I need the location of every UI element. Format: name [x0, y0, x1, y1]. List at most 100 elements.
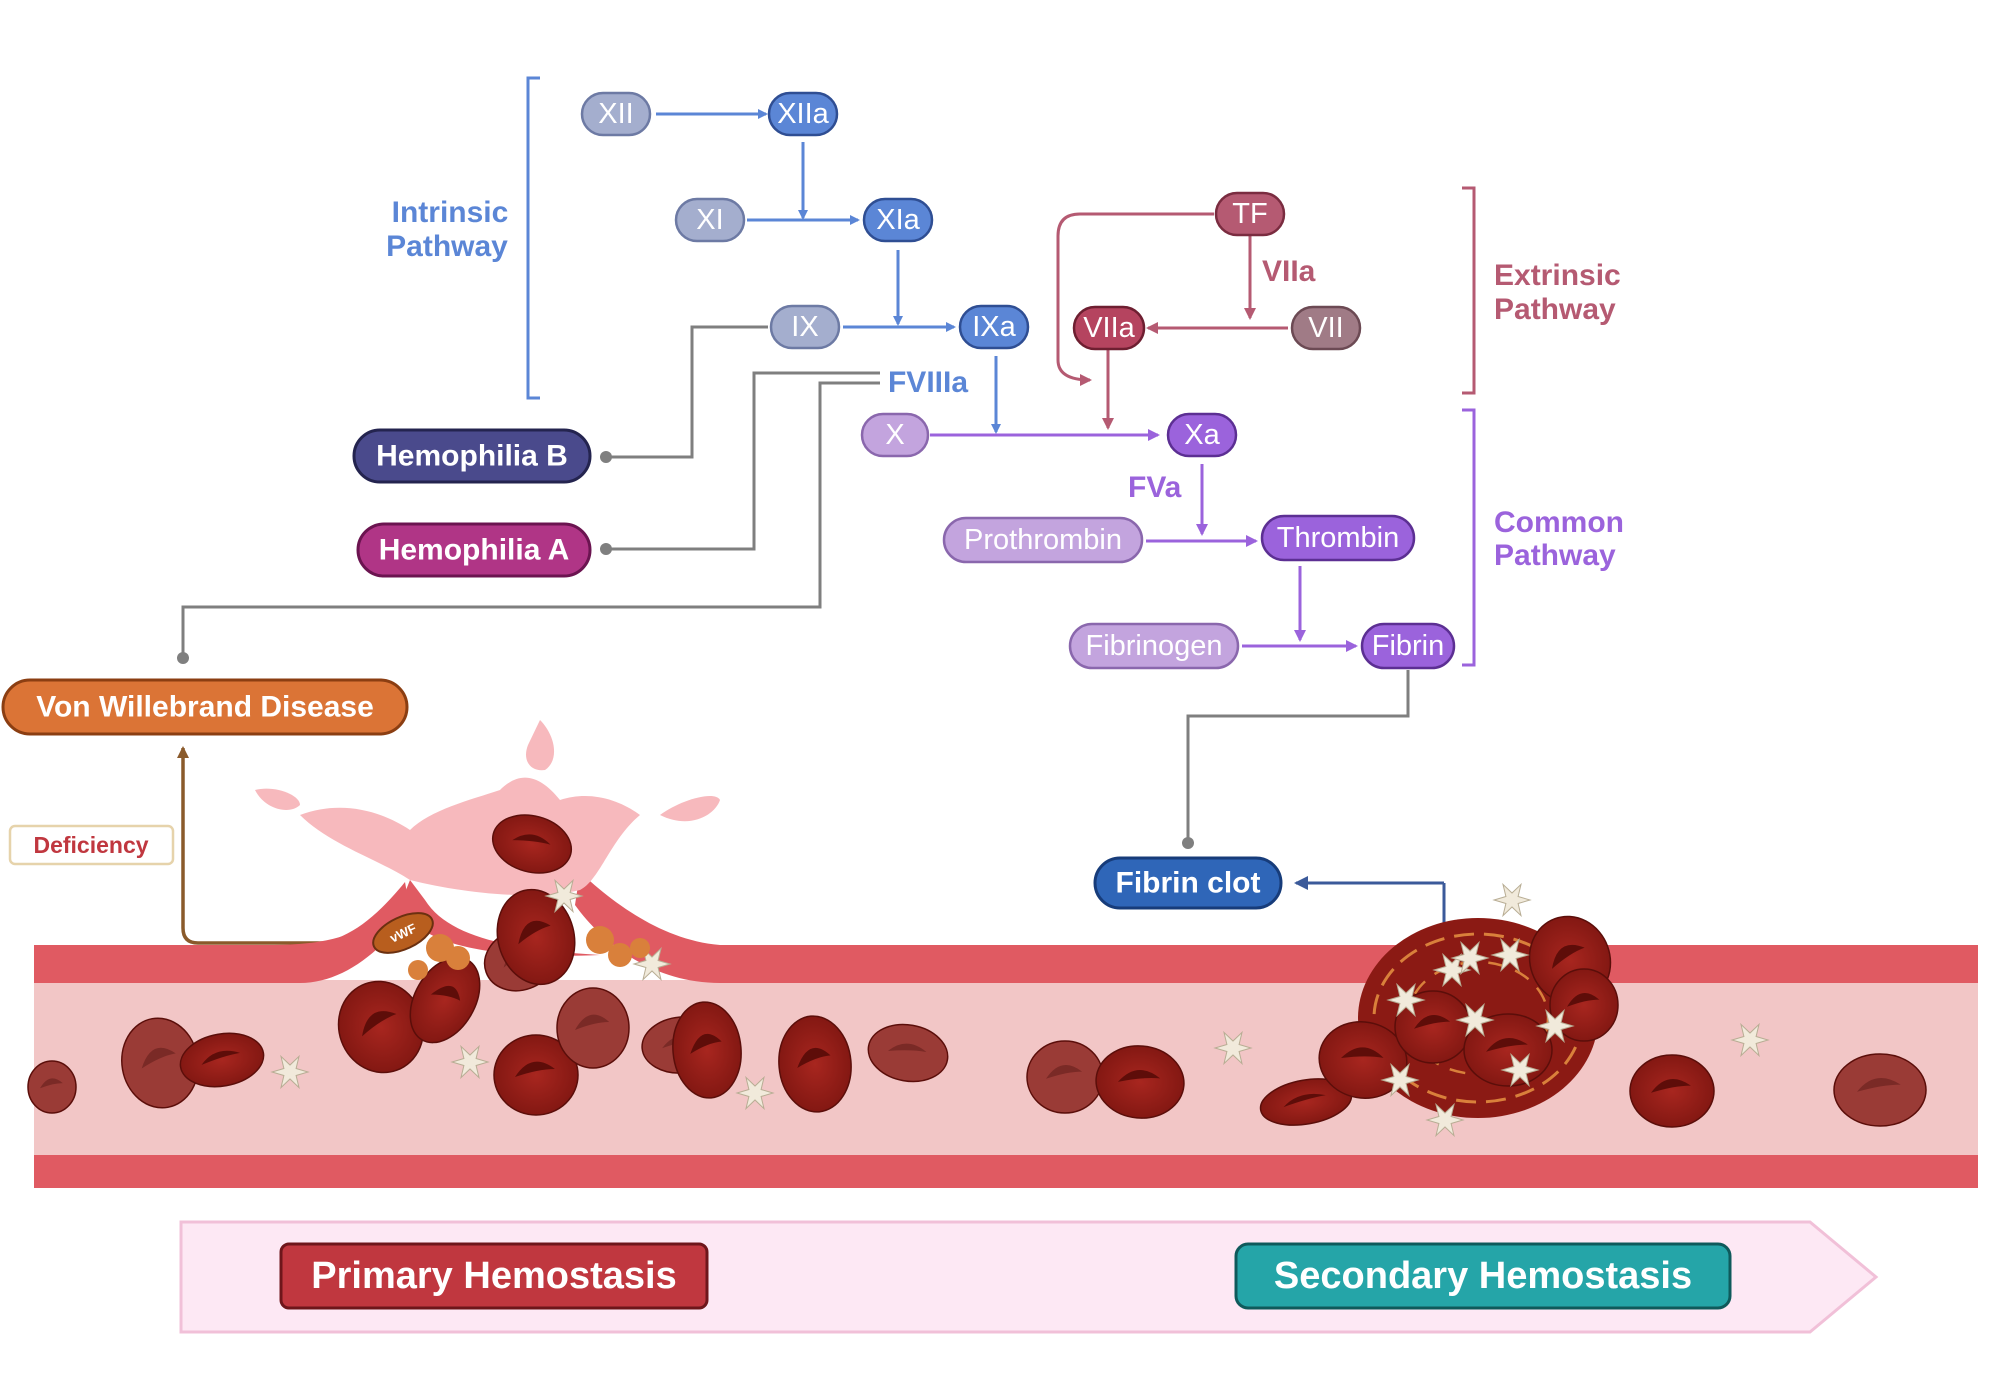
factor-xa: Xa	[1166, 412, 1238, 458]
platelets	[270, 878, 1770, 1138]
red-blood-cell	[491, 814, 573, 874]
vessel-top-wall-mid	[575, 872, 1978, 983]
intrinsic-label-line2: Pathway	[386, 230, 508, 263]
red-blood-cell	[556, 987, 630, 1069]
connector-dot-fibrin-clot	[1182, 837, 1194, 849]
factor-xii: XII	[580, 91, 652, 137]
intrinsic-pathway-group: Intrinsic Pathway XII XIIa XI XIa IX	[386, 76, 1030, 434]
platelet	[450, 1044, 490, 1080]
red-blood-cell	[27, 1060, 77, 1114]
platelet	[544, 878, 584, 914]
red-blood-cell	[179, 1032, 265, 1088]
red-blood-cell	[493, 1034, 579, 1116]
factor-xi: XI	[674, 197, 746, 243]
connector-fibrin-clot	[1186, 670, 1410, 843]
svg-text:IX: IX	[791, 311, 818, 343]
platelet	[1730, 1022, 1770, 1058]
platelet	[632, 946, 672, 982]
svg-text:Thrombin: Thrombin	[1277, 522, 1400, 554]
platelet	[1432, 952, 1472, 988]
red-blood-cell	[867, 1023, 949, 1083]
svg-text:Deficiency: Deficiency	[33, 832, 148, 858]
red-blood-cell	[1095, 1045, 1185, 1119]
common-label-line2: Pathway	[1494, 539, 1616, 572]
svg-text:Fibrin: Fibrin	[1372, 630, 1445, 662]
svg-text:X: X	[885, 419, 904, 451]
svg-text:XI: XI	[696, 204, 723, 236]
svg-text:XIa: XIa	[876, 204, 920, 236]
factor-prothrombin: Prothrombin	[942, 516, 1144, 564]
connector-hemophilia-b	[606, 325, 768, 459]
deficiency-arrow	[177, 746, 380, 945]
svg-text:XIIa: XIIa	[777, 98, 829, 130]
svg-text:Hemophilia B: Hemophilia B	[376, 440, 568, 473]
platelet	[1450, 940, 1490, 976]
factor-thrombin: Thrombin	[1260, 514, 1416, 562]
platelet	[1535, 1008, 1575, 1044]
hemophilia-a-badge: Hemophilia A	[356, 522, 592, 578]
blood-droplet-3	[660, 795, 720, 822]
extrinsic-label-line2: Pathway	[1494, 293, 1616, 326]
factor-fviiia-label: FVIIIa	[888, 366, 968, 399]
svg-text:Fibrinogen: Fibrinogen	[1085, 630, 1222, 662]
platelet	[735, 1075, 775, 1111]
platelet	[1213, 1030, 1253, 1066]
factor-xiia: XIIa	[767, 91, 839, 137]
platelet	[1500, 1052, 1540, 1088]
blood-droplet-2	[255, 788, 300, 810]
blood-droplet-1	[525, 720, 555, 771]
hemophilia-b-badge: Hemophilia B	[352, 428, 592, 484]
factor-fibrin: Fibrin	[1360, 622, 1456, 670]
factor-fva-label: FVa	[1128, 471, 1182, 504]
common-pathway-group: Common Pathway X Xa FVa Prothrombin Thro…	[860, 408, 1624, 670]
platelet	[1490, 937, 1530, 973]
svg-text:Hemophilia A: Hemophilia A	[379, 534, 570, 567]
blood-splash	[300, 777, 640, 896]
extrinsic-bracket	[1462, 186, 1476, 395]
intrinsic-label-line1: Intrinsic	[392, 196, 509, 229]
red-blood-cell	[1629, 1054, 1715, 1128]
svg-text:TF: TF	[1232, 198, 1267, 230]
common-label-line1: Common	[1494, 506, 1624, 539]
common-bracket	[1462, 408, 1476, 667]
red-blood-cell	[1394, 990, 1472, 1064]
red-blood-cell	[409, 956, 481, 1044]
connector-vwd	[181, 381, 880, 658]
extrinsic-label-line1: Extrinsic	[1494, 259, 1621, 292]
red-blood-cell	[1833, 1053, 1927, 1127]
svg-text:XII: XII	[598, 98, 633, 130]
platelet	[1492, 882, 1532, 918]
platelet	[1380, 1062, 1420, 1098]
red-blood-cell	[1026, 1040, 1104, 1114]
svg-text:Xa: Xa	[1184, 419, 1220, 451]
svg-text:Secondary Hemostasis: Secondary Hemostasis	[1274, 1255, 1692, 1297]
svg-text:IXa: IXa	[972, 311, 1016, 343]
vwd-badge: Von Willebrand Disease	[1, 678, 409, 736]
hemostasis-timeline: Primary Hemostasis Secondary Hemostasis	[179, 1220, 1879, 1334]
vessel-top-wall-left	[34, 882, 410, 983]
extrinsic-pathway-group: Extrinsic Pathway TF VIIa VIIa VII	[1056, 186, 1621, 430]
factor-xia: XIa	[862, 197, 934, 243]
disease-connectors	[181, 325, 1410, 843]
red-blood-cell	[672, 1001, 742, 1099]
red-blood-cell	[496, 888, 576, 986]
deficiency-box: Deficiency	[8, 824, 175, 866]
vwf-strands	[408, 926, 650, 980]
svg-text:Von Willebrand Disease: Von Willebrand Disease	[36, 691, 374, 724]
svg-text:Fibrin clot: Fibrin clot	[1116, 867, 1261, 900]
secondary-hemostasis-badge: Secondary Hemostasis	[1234, 1242, 1732, 1310]
intrinsic-bracket	[526, 76, 540, 400]
connector-hemophilia-a	[606, 371, 880, 551]
svg-text:VII: VII	[1308, 312, 1343, 344]
red-blood-cell	[1549, 968, 1619, 1042]
red-blood-cell	[778, 1015, 852, 1113]
factor-vii: VII	[1290, 305, 1362, 351]
svg-text:VIIa: VIIa	[1083, 312, 1135, 344]
factor-fibrinogen: Fibrinogen	[1068, 622, 1240, 670]
factor-x: X	[860, 412, 930, 458]
vwf-marker: vWF	[372, 912, 434, 954]
factor-ixa: IXa	[958, 304, 1030, 350]
platelet	[270, 1054, 310, 1090]
svg-text:Prothrombin: Prothrombin	[964, 524, 1122, 556]
